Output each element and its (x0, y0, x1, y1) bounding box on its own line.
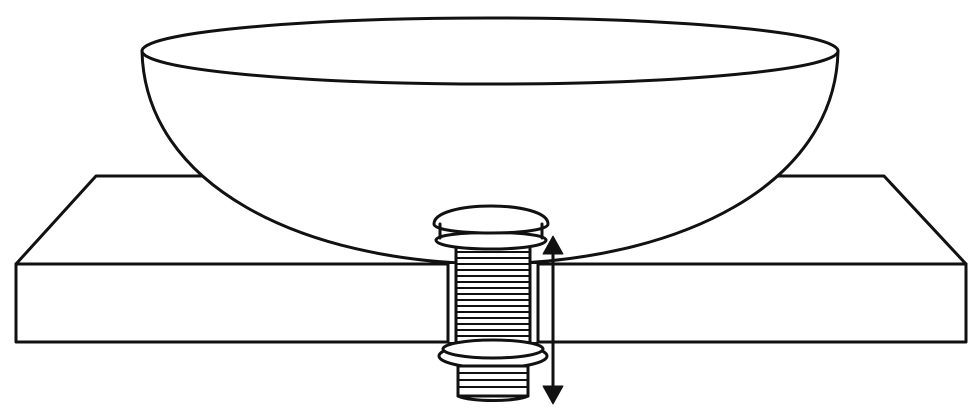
nut-top (441, 338, 545, 360)
cap-flange (434, 231, 548, 251)
vessel-basin (140, 16, 840, 266)
arrowhead-up (542, 235, 564, 255)
height-arrow (542, 235, 564, 405)
tail-thread-lines (457, 372, 529, 388)
arrowhead-down (542, 385, 564, 405)
threaded-waste-body (454, 242, 532, 352)
cap-dome (432, 204, 550, 235)
basin-rim (140, 16, 840, 86)
thread-lines (455, 251, 531, 343)
pop-up-waste-cap (432, 204, 550, 251)
locking-nut (437, 338, 549, 370)
waste-outlet (432, 204, 550, 402)
